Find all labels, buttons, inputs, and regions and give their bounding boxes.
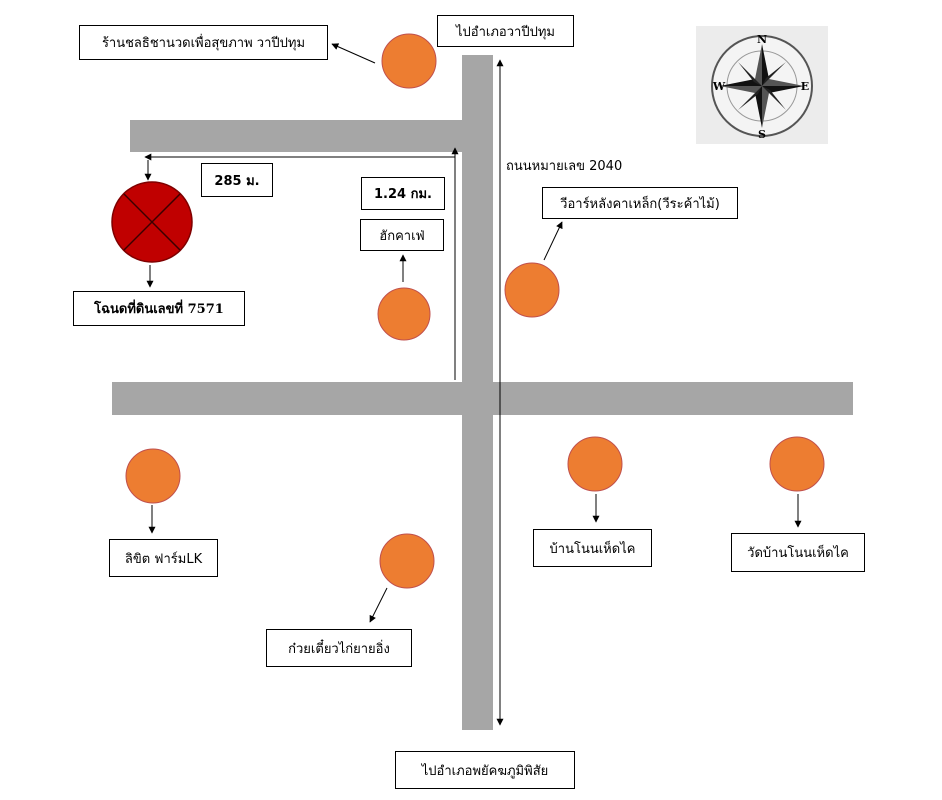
to-phayakkhaphum-label: ไปอำเภอพยัคฆภูมิพิสัย — [395, 751, 575, 789]
compass-n: N — [757, 33, 767, 46]
steel-roof-marker — [504, 262, 560, 318]
distance-124-label: 1.24 กม. — [361, 177, 445, 210]
land-plot-marker — [111, 181, 193, 263]
to-wapi-label: ไปอำเภอวาปีปทุม — [437, 15, 574, 47]
noodle-marker — [379, 533, 435, 589]
spa-arrow — [331, 43, 376, 64]
wat-ban-non-label: วัดบ้านโนนเห็ดไค — [731, 533, 865, 572]
noodle-label: ก๋วยเตี๋ยวไก่ยายอิ่ง — [266, 629, 412, 667]
cross-road-horizontal — [112, 382, 853, 415]
compass-rose: N S E W — [696, 26, 828, 144]
wat-ban-non-marker — [769, 436, 825, 492]
land-deed-label: โฉนดที่ดินเลขที่ 7571 — [73, 291, 245, 326]
steel-roof-arrow — [543, 221, 563, 261]
upper-side-road — [130, 120, 470, 152]
cafe-label: ฮักคาเฟ่ — [360, 219, 444, 251]
spa-marker — [381, 33, 437, 89]
lisit-farm-marker — [125, 448, 181, 504]
compass-e: E — [801, 80, 809, 93]
lisit-farm-label: ลิขิต ฟาร์มLK — [109, 539, 218, 577]
ban-non-marker — [567, 436, 623, 492]
compass-s: S — [758, 128, 766, 141]
ban-non-label: บ้านโนนเห็ดไค — [533, 529, 652, 567]
compass-w: W — [712, 80, 726, 93]
cafe-marker — [377, 287, 431, 341]
distance-285-label: 285 ม. — [201, 163, 273, 197]
road-number-label: ถนนหมายเลข 2040 — [506, 159, 623, 174]
compass-star-icon — [720, 44, 804, 128]
steel-roof-label: วีอาร์หลังคาเหล็ก(วีระค้าไม้) — [542, 187, 738, 219]
spa-label: ร้านชลธิชานวดเพื่อสุขภาพ วาปีปทุม — [79, 25, 328, 60]
noodle-arrow — [369, 587, 388, 623]
